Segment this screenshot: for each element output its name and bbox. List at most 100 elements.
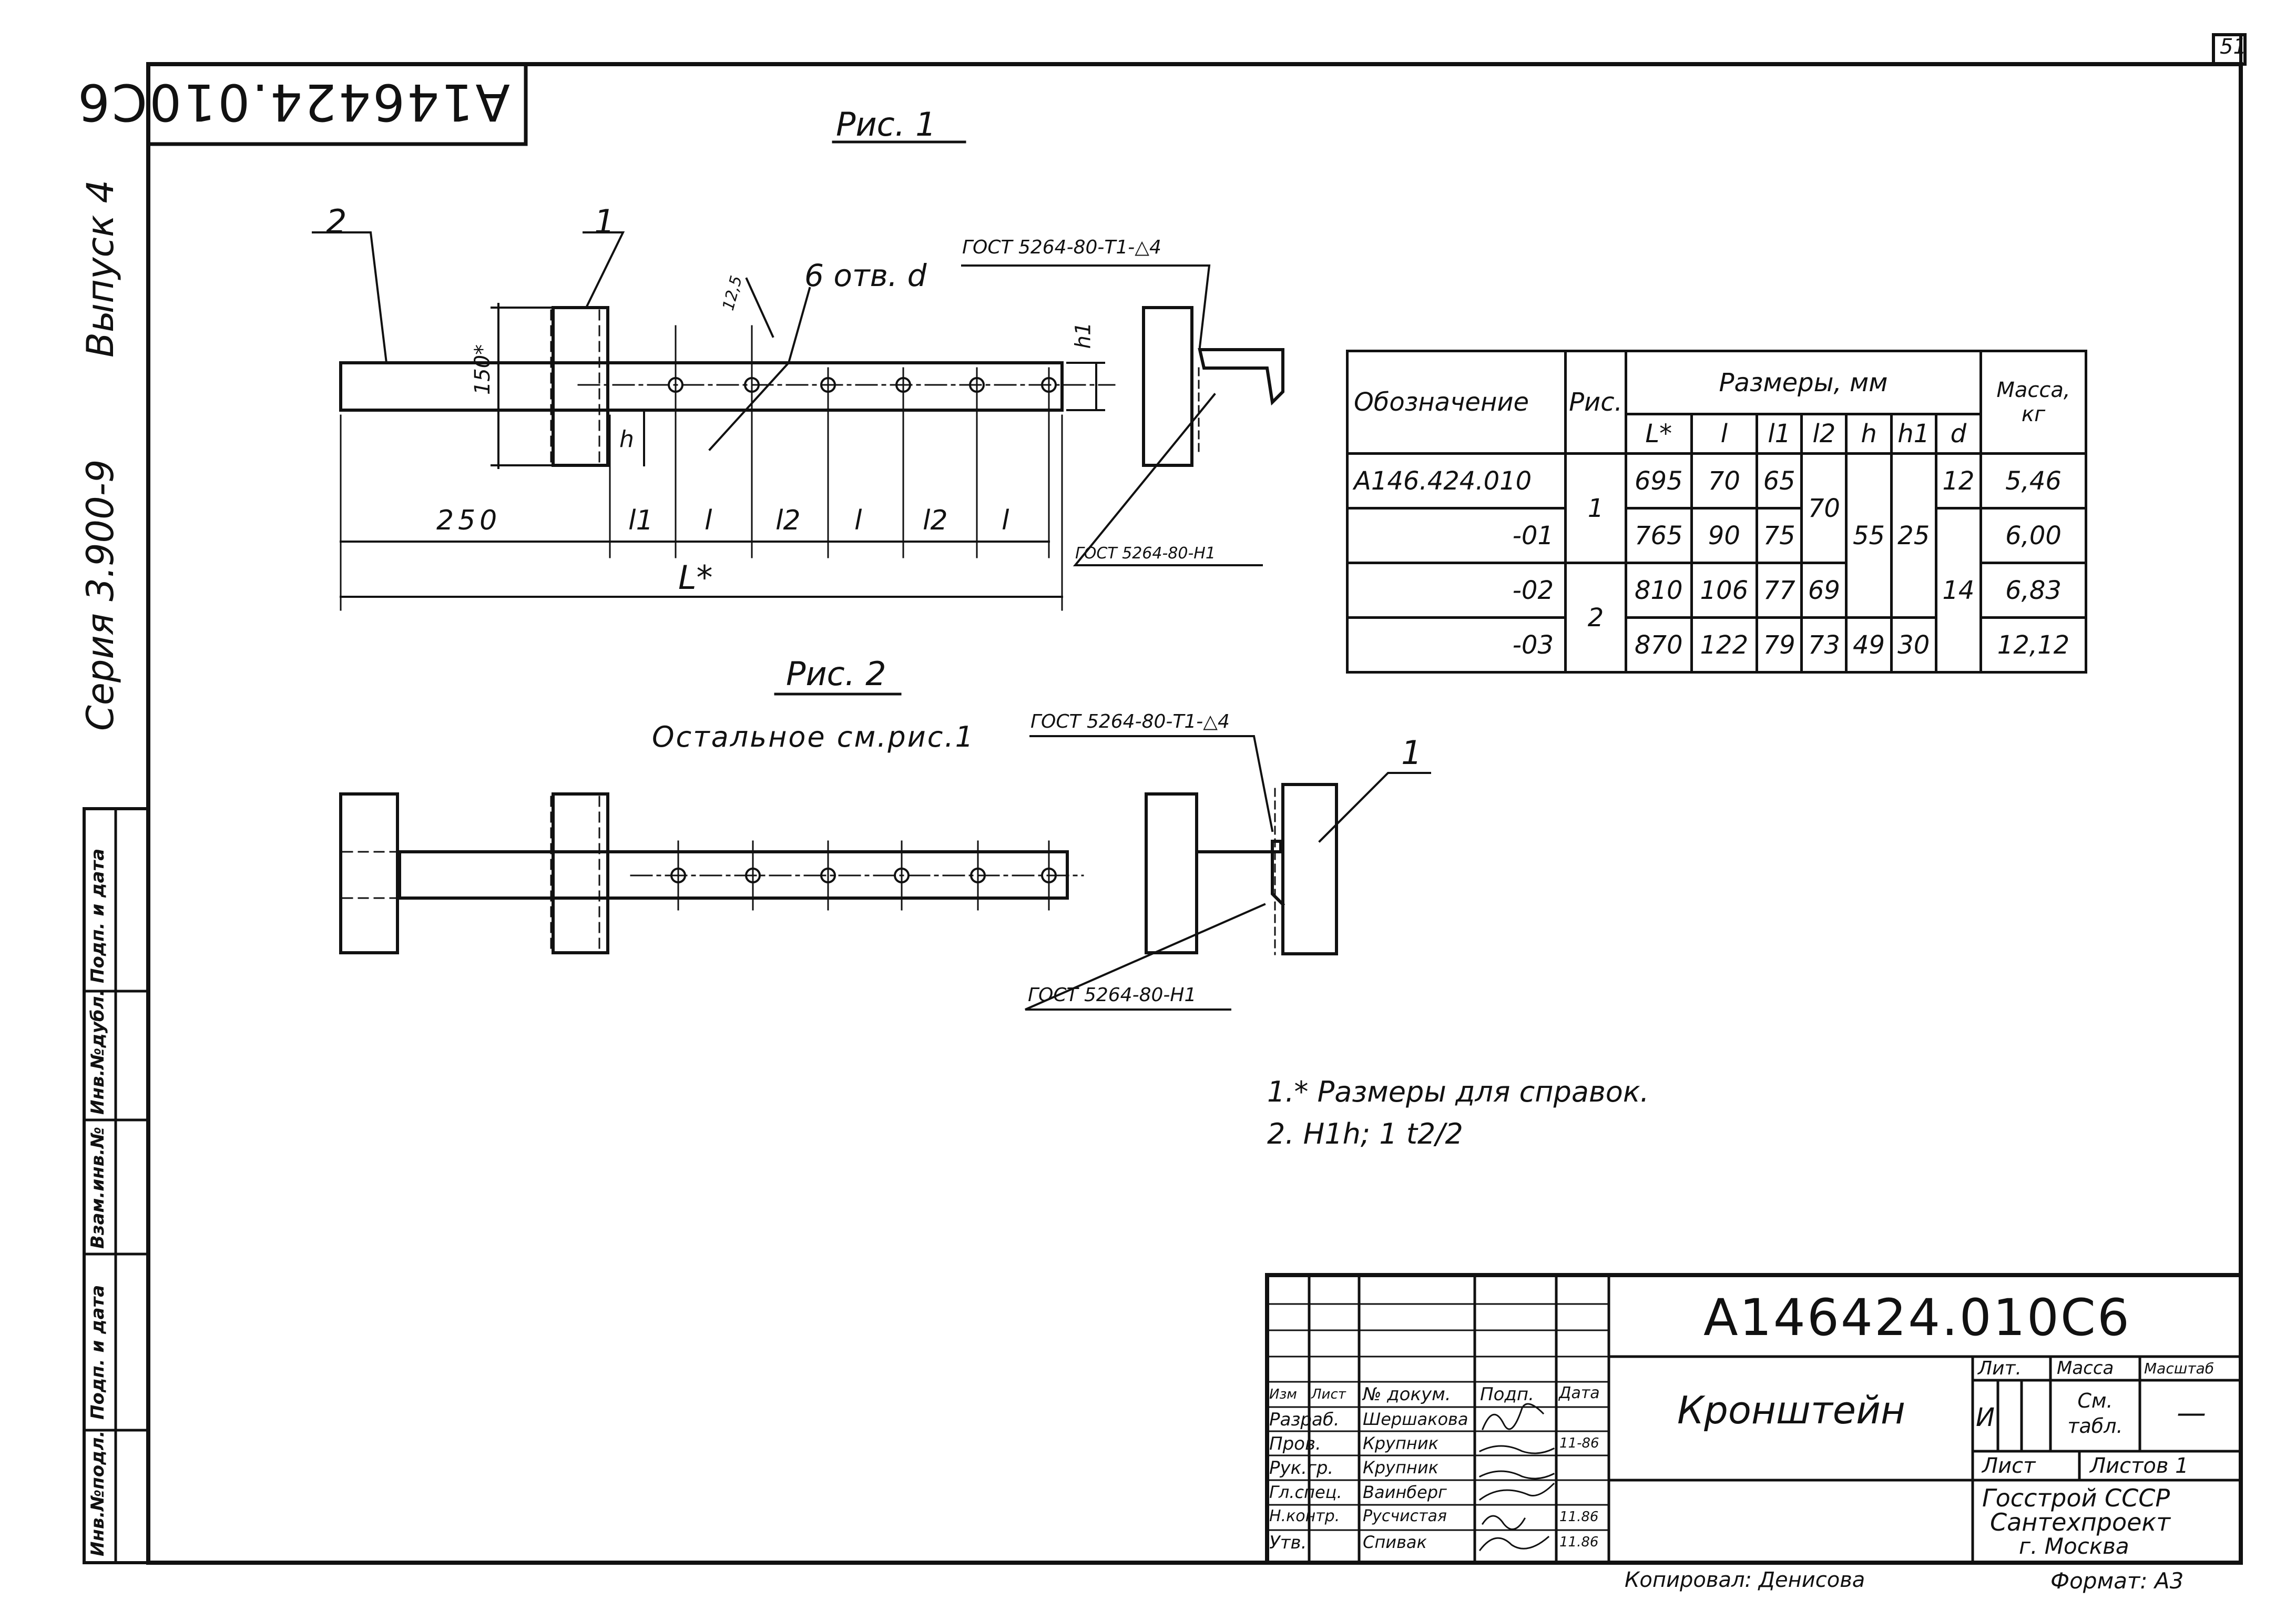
fig2-section-right: [1281, 783, 1338, 955]
d-cell-1: 12: [1934, 452, 1983, 510]
tb-role-2: Рук.гр.: [1269, 1458, 1334, 1479]
note-1: 1.* Размеры для справок.: [1267, 1075, 1649, 1108]
row1-l: 90: [1690, 507, 1759, 564]
tb-mass-label: Масса: [2057, 1358, 2114, 1379]
tb-date-2: 11.86: [1559, 1509, 1599, 1525]
fig1-holes-label: 6 отв. d: [804, 258, 927, 293]
row0-l1: 65: [1756, 452, 1803, 510]
stamp-sign-date-2: Подп. и дата: [87, 848, 108, 983]
fig2-bar: [398, 850, 1069, 900]
fig1-dim-l-c: l: [1002, 505, 1009, 536]
fig1-dim-l1: l1: [628, 505, 654, 536]
fig1-dim-l2-b: l2: [923, 505, 948, 536]
fig2-title: Рис. 2: [786, 655, 886, 693]
tb-sheet-label: Лист: [1982, 1454, 2036, 1478]
th-col-h1: h1: [1890, 413, 1937, 455]
row2-l2: 69: [1800, 562, 1848, 619]
row0-L: 695: [1625, 452, 1693, 510]
sheet-number: 51: [2220, 35, 2247, 59]
row2-l1: 77: [1756, 562, 1803, 619]
signature-3: [1478, 1470, 1555, 1480]
sizes-table: Обозначение Рис. Размеры, мм Масса, кг L…: [1346, 350, 2087, 674]
fig1-dim-h: h: [619, 426, 634, 453]
fig1-weld-top: ГОСТ 5264-80-Т1-△4: [962, 237, 1161, 258]
row3-L: 870: [1625, 616, 1693, 674]
tb-date-1: 11-86: [1559, 1435, 1599, 1451]
fig1-dim-l-a: l: [705, 505, 712, 536]
tb-h-sheet: Лист: [1311, 1387, 1346, 1402]
h-merged: 55: [1845, 452, 1893, 619]
stamp-inv-orig: Инв.№подл.: [87, 1430, 108, 1556]
row1-designation: -01: [1346, 507, 1567, 564]
fig-cell-1: 1: [1564, 452, 1627, 564]
th-col-h: h: [1845, 413, 1893, 455]
tb-name-3: Ваинберг: [1363, 1482, 1447, 1502]
signature-5: [1481, 1515, 1526, 1530]
row0-designation: A146.424.010: [1346, 452, 1567, 510]
tb-name-1: Крупник: [1363, 1433, 1438, 1453]
doc-code-box: [146, 62, 528, 146]
fig1-weld-bottom: ГОСТ 5264-80-Н1: [1075, 544, 1216, 563]
th-designation: Обозначение: [1346, 350, 1567, 455]
fig1-dim-150: 150*: [471, 344, 495, 395]
fig2-note: Остальное см.рис.1: [652, 720, 975, 753]
stamp-inv-dup: Инв.№дубл.: [87, 989, 108, 1115]
tb-sheets-label: Листов 1: [2090, 1454, 2189, 1478]
row3-h: 49: [1845, 616, 1893, 674]
h1-merged: 25: [1890, 452, 1937, 619]
tb-scale-label: Масштаб: [2144, 1360, 2215, 1377]
tb-role-4: Н.контр.: [1269, 1507, 1340, 1525]
tb-org-2: Сантехпроект: [1990, 1508, 2171, 1536]
side-note-issue: Выпуск 4: [79, 179, 122, 358]
tb-h-date: Дата: [1559, 1384, 1600, 1402]
fig1-dim-l2-a: l2: [775, 505, 801, 536]
fig1-section-plate: [1142, 306, 1193, 467]
tb-name-5: Спивак: [1363, 1532, 1427, 1552]
row3-l: 122: [1690, 616, 1759, 674]
fig1-bar: [339, 361, 1064, 412]
signature-6: [1478, 1535, 1550, 1552]
signature-2: [1478, 1445, 1555, 1454]
fig2-weld-top: ГОСТ 5264-80-Т1-△4: [1030, 711, 1230, 732]
fig1-title: Рис. 1: [836, 105, 936, 144]
row0-l: 70: [1690, 452, 1759, 510]
row1-l1: 75: [1756, 507, 1803, 564]
tb-code: A146424.010C6: [1703, 1288, 2131, 1347]
fig1-dim-h1: h1: [1071, 322, 1096, 349]
row2-l: 106: [1690, 562, 1759, 619]
th-mass: Масса, кг: [1979, 350, 2087, 455]
row2-designation: -02: [1346, 562, 1567, 619]
row2-mass: 6,83: [1979, 562, 2087, 619]
fig2-weld-bottom: ГОСТ 5264-80-Н1: [1028, 984, 1197, 1006]
doc-code-rotated: A146424.010C6: [76, 73, 510, 131]
stamp-replace-inv: Взам.инв.№: [87, 1127, 108, 1249]
fig1-callout-1: 1: [594, 202, 615, 241]
row3-designation: -03: [1346, 616, 1567, 674]
tb-role-3: Гл.спец.: [1269, 1482, 1342, 1502]
tb-format: Формат: А3: [2050, 1568, 2184, 1594]
row3-l1: 79: [1756, 616, 1803, 674]
tb-copied: Копировал: Денисова: [1625, 1568, 1865, 1592]
fig1-plate: [552, 306, 609, 467]
stamp-sign-date-1: Подп. и дата: [87, 1285, 108, 1420]
row1-mass: 6,00: [1979, 507, 2087, 564]
tb-name-4: Русчистая: [1363, 1507, 1447, 1525]
row3-mass: 12,12: [1979, 616, 2087, 674]
tb-role-1: Пров.: [1269, 1433, 1321, 1454]
th-col-l: l: [1690, 413, 1759, 455]
tb-org-1: Госстрой СССР: [1982, 1484, 2170, 1512]
fig1-dim-L: L*: [678, 558, 713, 597]
side-note-series: Серия 3.900-9: [79, 459, 122, 731]
tb-org-3: г. Москва: [2019, 1533, 2129, 1559]
th-sizes: Размеры, мм: [1625, 350, 1982, 415]
tb-date-3: 11.86: [1559, 1534, 1599, 1550]
tb-lit-label: Лит.: [1978, 1358, 2022, 1379]
tb-name-2: Крупник: [1363, 1458, 1438, 1478]
note-2: 2. Н1h; 1 t2/2: [1267, 1117, 1463, 1150]
tb-role-0: Разраб.: [1269, 1409, 1340, 1430]
fig1-dim-l-b: l: [854, 505, 862, 536]
th-col-d: d: [1934, 413, 1983, 455]
fig2-mid-plate: [552, 792, 609, 954]
title-block: [1265, 1273, 2243, 1565]
th-col-L: L*: [1625, 413, 1693, 455]
